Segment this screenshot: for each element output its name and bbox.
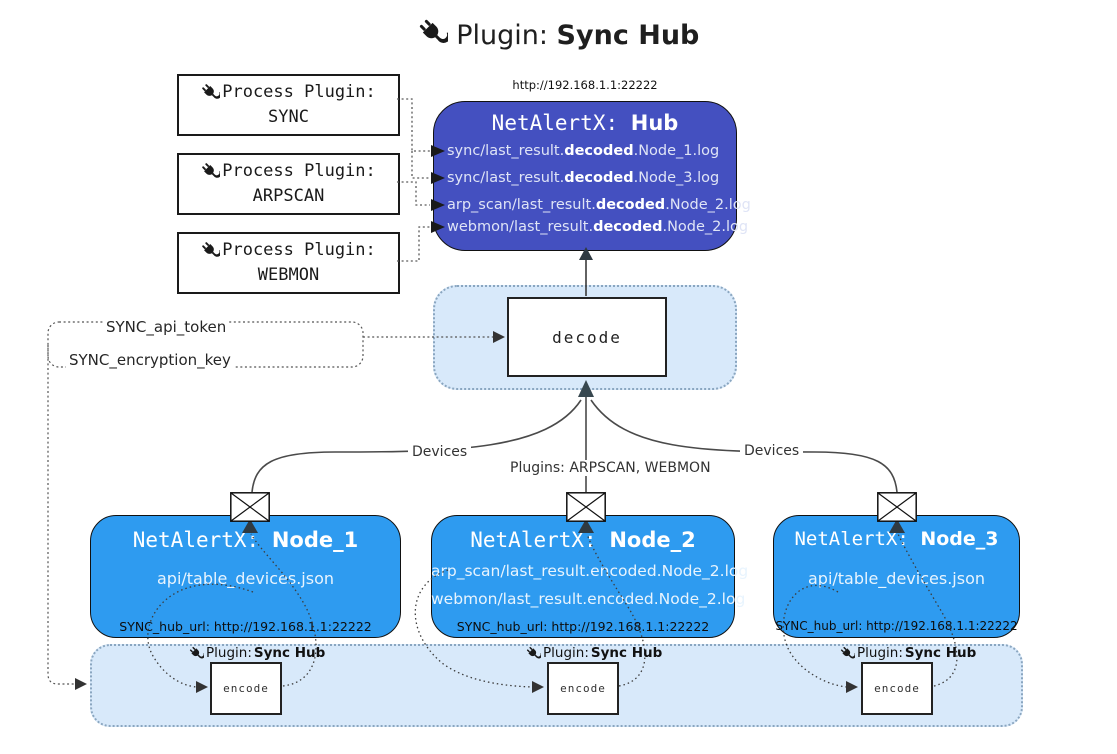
process-plugin-label: Process Plugin: xyxy=(222,240,376,261)
hub-title-prefix: NetAlertX: xyxy=(491,111,619,135)
node-footer: SYNC_hub_url: http://192.168.1.1:22222 xyxy=(119,619,372,634)
encode-section-label: Plugin:Sync Hub xyxy=(526,645,662,661)
plugins-label-mid: Plugins: ARPSCAN, WEBMON xyxy=(506,460,715,476)
node-file-line: arp_scan/last_result.encoded.Node_2.log xyxy=(431,562,749,580)
decode-box: decode xyxy=(507,297,667,377)
plug-icon xyxy=(840,645,855,661)
plug-icon xyxy=(417,18,448,48)
process-plugin-name: SYNC xyxy=(268,107,309,127)
process-plugin-name: WEBMON xyxy=(257,265,320,285)
node-file-line: webmon/last_result.encoded.Node_2.log xyxy=(431,590,746,608)
page-title-name: Sync Hub xyxy=(556,20,700,51)
process-plugin-label: Process Plugin: xyxy=(222,82,376,103)
sync-encryption-key-label: SYNC_encryption_key xyxy=(66,351,234,369)
process-plugin-box-webmon: Process Plugin: WEBMON xyxy=(177,232,400,294)
process-plugin-name: ARPSCAN xyxy=(252,186,325,206)
plug-icon xyxy=(201,162,221,182)
page-title-prefix: Plugin: xyxy=(456,20,548,51)
hub-log-line: arp_scan/last_result.decoded.Node_2.log xyxy=(447,197,751,213)
hub-title: NetAlertX: Hub xyxy=(433,111,737,135)
process-to-hub-connectors xyxy=(397,98,430,262)
sync-api-token-label: SYNC_api_token xyxy=(103,318,230,336)
node-footer: SYNC_hub_url: http://192.168.1.1:22222 xyxy=(456,619,710,634)
strip-input-arrowhead xyxy=(75,678,87,690)
plug-icon xyxy=(189,645,204,661)
encode-section-label: Plugin:Sync Hub xyxy=(840,645,976,661)
page-title: Plugin: Sync Hub xyxy=(0,18,1117,51)
process-plugin-box-sync: Process Plugin: SYNC xyxy=(177,74,400,136)
hub-log-line: sync/last_result.decoded.Node_3.log xyxy=(447,170,720,186)
encode-section-label: Plugin:Sync Hub xyxy=(189,645,325,661)
hub-url: http://192.168.1.1:22222 xyxy=(512,78,658,92)
node-title: NetAlertX: Node_1 xyxy=(132,528,359,552)
encode-box: encode xyxy=(210,662,282,715)
node-title: NetAlertX: Node_3 xyxy=(794,528,999,550)
hub-box xyxy=(433,101,737,251)
devices-label-right: Devices xyxy=(740,443,804,459)
process-plugin-box-arpscan: Process Plugin: ARPSCAN xyxy=(177,153,400,215)
hub-title-name: Hub xyxy=(630,111,679,135)
devices-label-left: Devices xyxy=(408,444,472,460)
node-file-line: api/table_devices.json xyxy=(807,569,985,588)
hub-log-line: webmon/last_result.decoded.Node_2.log xyxy=(447,219,749,235)
encode-box: encode xyxy=(861,662,933,715)
plug-icon xyxy=(201,83,221,103)
hub-log-line: sync/last_result.decoded.Node_1.log xyxy=(447,143,720,159)
process-plugin-label: Process Plugin: xyxy=(222,161,376,182)
encode-box: encode xyxy=(547,662,619,715)
plug-icon xyxy=(201,241,221,261)
node-file-line: api/table_devices.json xyxy=(156,569,334,588)
node-title: NetAlertX: Node_2 xyxy=(470,528,696,552)
plug-icon xyxy=(526,645,541,661)
node-footer: SYNC_hub_url: http://192.168.1.1:22222 xyxy=(775,619,1018,633)
